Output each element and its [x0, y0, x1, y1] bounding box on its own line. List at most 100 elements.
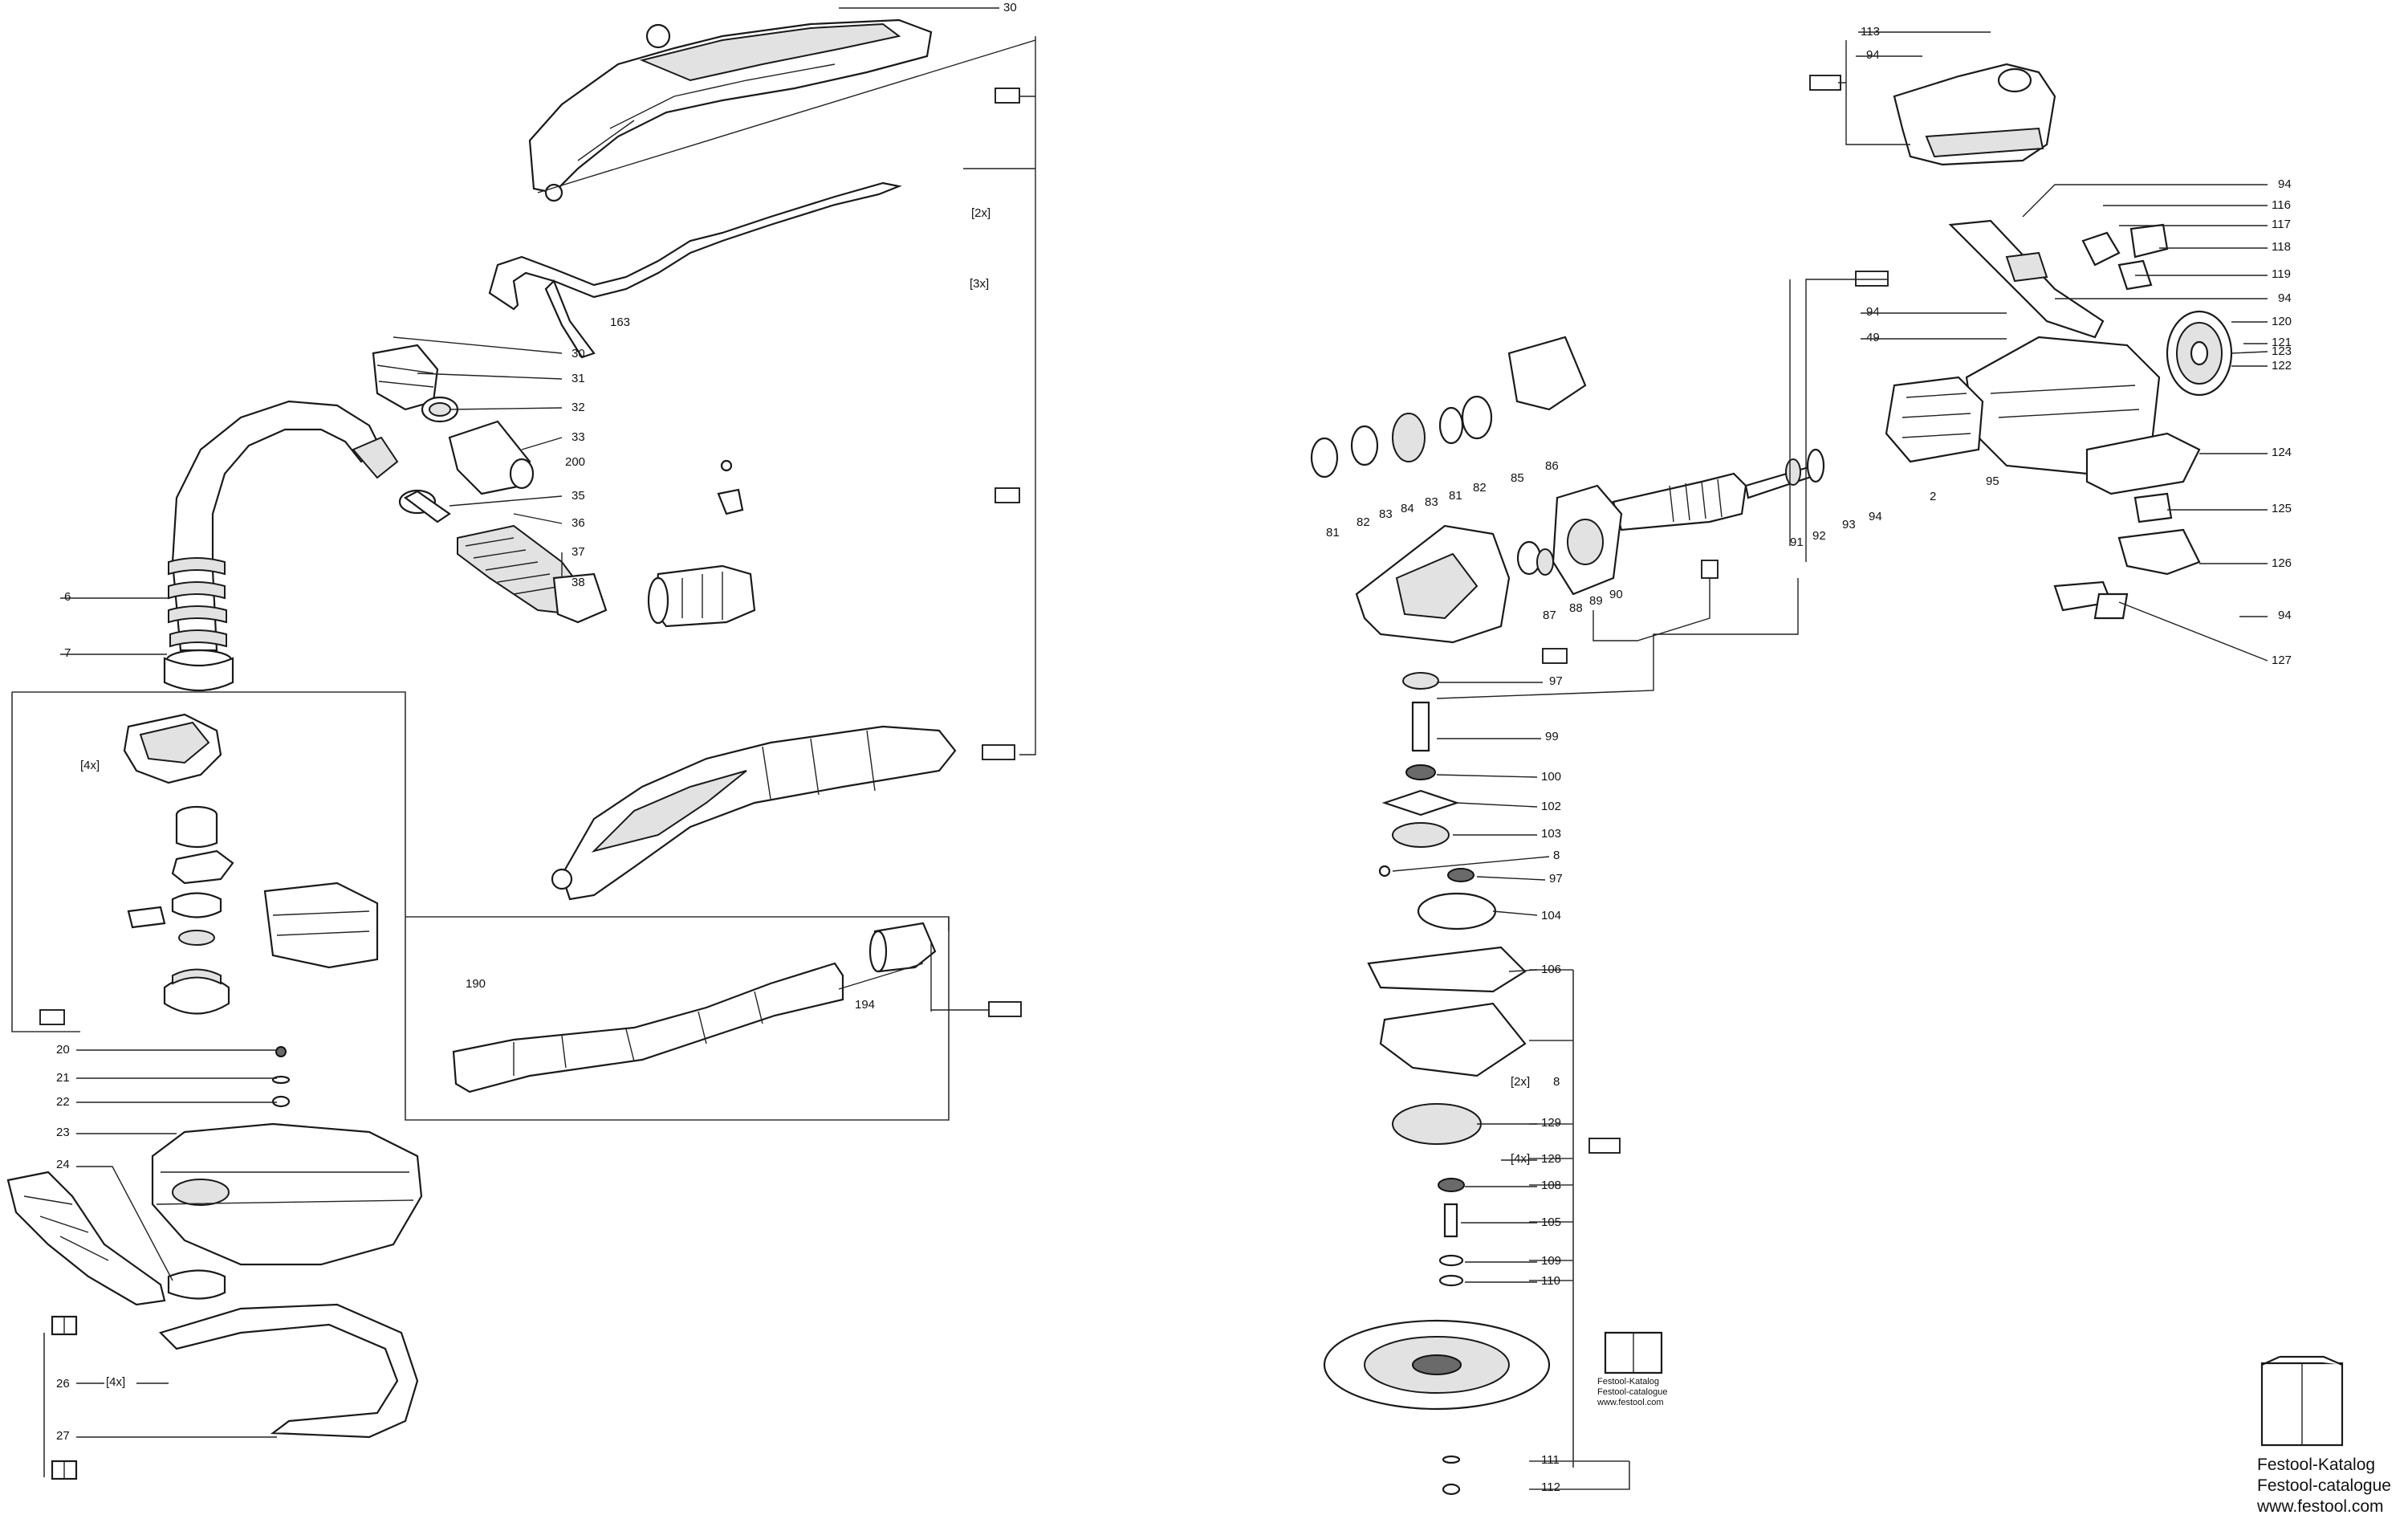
connector-parts-group — [372, 344, 756, 628]
label-108: 108 — [1541, 1179, 1561, 1192]
label-83b: 83 — [1425, 495, 1438, 509]
dust-shroud-parts — [123, 713, 379, 1015]
spindle-bearings — [1310, 336, 1587, 478]
label-120: 120 — [2272, 315, 2292, 328]
label-97a: 97 — [1549, 674, 1563, 688]
label-2: 2 — [1930, 490, 1936, 503]
label-111: 111 — [1541, 1453, 1560, 1467]
handle-casing-upper — [528, 18, 933, 202]
label-35: 35 — [571, 489, 585, 503]
label-49: 49 — [1866, 331, 1880, 344]
label-125: 125 — [2272, 502, 2292, 515]
label-104: 104 — [1541, 909, 1561, 922]
catalog-mid-line1: Festool-Katalog — [1597, 1377, 1660, 1387]
label-27: 27 — [56, 1429, 70, 1443]
catalog-mid-line2: Festool-catalogue — [1597, 1387, 1668, 1397]
leader-lines — [60, 7, 2268, 1438]
motor-housing — [1965, 336, 2201, 495]
label-84: 84 — [1401, 502, 1414, 515]
fan-wheel — [2166, 310, 2233, 397]
extension-tube — [452, 922, 937, 1093]
switch-assembly — [1948, 219, 2169, 339]
label-190: 190 — [466, 977, 486, 991]
label-37: 37 — [571, 545, 585, 559]
label-87: 87 — [1543, 609, 1556, 622]
label-118: 118 — [2272, 240, 2291, 254]
label-36: 36 — [571, 516, 585, 530]
label-99: 99 — [1545, 730, 1559, 743]
label-4x-c: [4x] — [1511, 1152, 1530, 1166]
label-21: 21 — [56, 1071, 70, 1085]
label-4x-b: [4x] — [106, 1375, 125, 1389]
catalog-book-icon-small-a — [51, 1315, 78, 1336]
label-2x: [2x] — [971, 206, 990, 220]
label-112: 112 — [1541, 1480, 1560, 1494]
label-110: 110 — [1541, 1274, 1560, 1288]
label-102: 102 — [1541, 800, 1561, 813]
extension-arm — [551, 725, 957, 901]
label-8a: 8 — [1553, 849, 1560, 862]
label-3x: [3x] — [970, 277, 989, 291]
side-handle-parts — [2053, 492, 2201, 620]
label-8b: 8 — [1553, 1075, 1560, 1089]
label-124: 124 — [2272, 446, 2292, 459]
catalog-line1: Festool-Katalog — [2257, 1456, 2376, 1474]
label-100: 100 — [1541, 770, 1561, 784]
label-116: 116 — [2272, 198, 2291, 212]
group-frame-202 — [1529, 969, 1574, 1468]
label-94b: 94 — [2278, 177, 2292, 191]
catalog-caption-mid: Festool-Katalog Festool-catalogue www.fe… — [1597, 1377, 1667, 1408]
label-119: 119 — [2272, 267, 2291, 281]
label-122: 122 — [2272, 359, 2292, 373]
label-81b: 81 — [1449, 489, 1462, 503]
label-32: 32 — [571, 401, 585, 414]
label-94d: 94 — [1866, 305, 1880, 319]
reference-boxes — [39, 75, 1889, 1154]
label-94f: 94 — [1869, 510, 1882, 523]
label-109: 109 — [1541, 1254, 1561, 1268]
catalog-book-icon-small-b — [51, 1460, 78, 1480]
label-194: 194 — [855, 998, 875, 1012]
hose-ring — [163, 657, 234, 692]
label-200: 200 — [565, 455, 585, 469]
label-126: 126 — [2272, 556, 2292, 570]
label-94a: 94 — [1866, 48, 1880, 62]
base-plate-assembly — [6, 1046, 423, 1439]
stator — [1885, 376, 1984, 463]
label-121: 121 — [2272, 336, 2292, 349]
label-81a: 81 — [1326, 526, 1340, 540]
catalog-book-icon-mid — [1604, 1331, 1663, 1374]
spindle-stack — [1323, 672, 1551, 1496]
label-163: 163 — [610, 316, 630, 329]
label-94c: 94 — [2278, 291, 2292, 305]
label-6: 6 — [64, 590, 71, 604]
label-127: 127 — [2272, 654, 2292, 667]
label-20: 20 — [56, 1043, 70, 1057]
power-cable — [488, 181, 902, 359]
label-4x-a: [4x] — [80, 759, 100, 772]
label-92: 92 — [1812, 529, 1826, 543]
catalog-mid-line3: www.festool.com — [1597, 1398, 1664, 1407]
label-38: 38 — [571, 576, 585, 589]
label-85: 85 — [1511, 471, 1524, 485]
gear-housing — [1355, 484, 1623, 644]
label-103: 103 — [1541, 827, 1561, 841]
label-7: 7 — [64, 646, 71, 660]
catalog-book-icon — [2260, 1355, 2344, 1447]
armature — [1612, 448, 1825, 531]
label-31: 31 — [571, 372, 585, 385]
catalog-line2: Festool-catalogue — [2257, 1476, 2391, 1495]
motor-cover-top — [1893, 63, 2056, 166]
label-117: 117 — [2272, 218, 2291, 231]
label-22: 22 — [56, 1095, 70, 1109]
label-83a: 83 — [1379, 507, 1393, 521]
label-33: 33 — [571, 430, 585, 444]
catalog-line3: www.festool.com — [2257, 1497, 2384, 1516]
label-2x-b: [2x] — [1511, 1075, 1530, 1089]
label-24: 24 — [56, 1158, 70, 1171]
label-93: 93 — [1842, 518, 1856, 531]
part-labels: 30 46 [2x] [3x] 163 30 31 32 33 200 35 3… — [48, 1, 2292, 1494]
label-82b: 82 — [1473, 481, 1487, 495]
label-129: 129 — [1541, 1116, 1561, 1130]
